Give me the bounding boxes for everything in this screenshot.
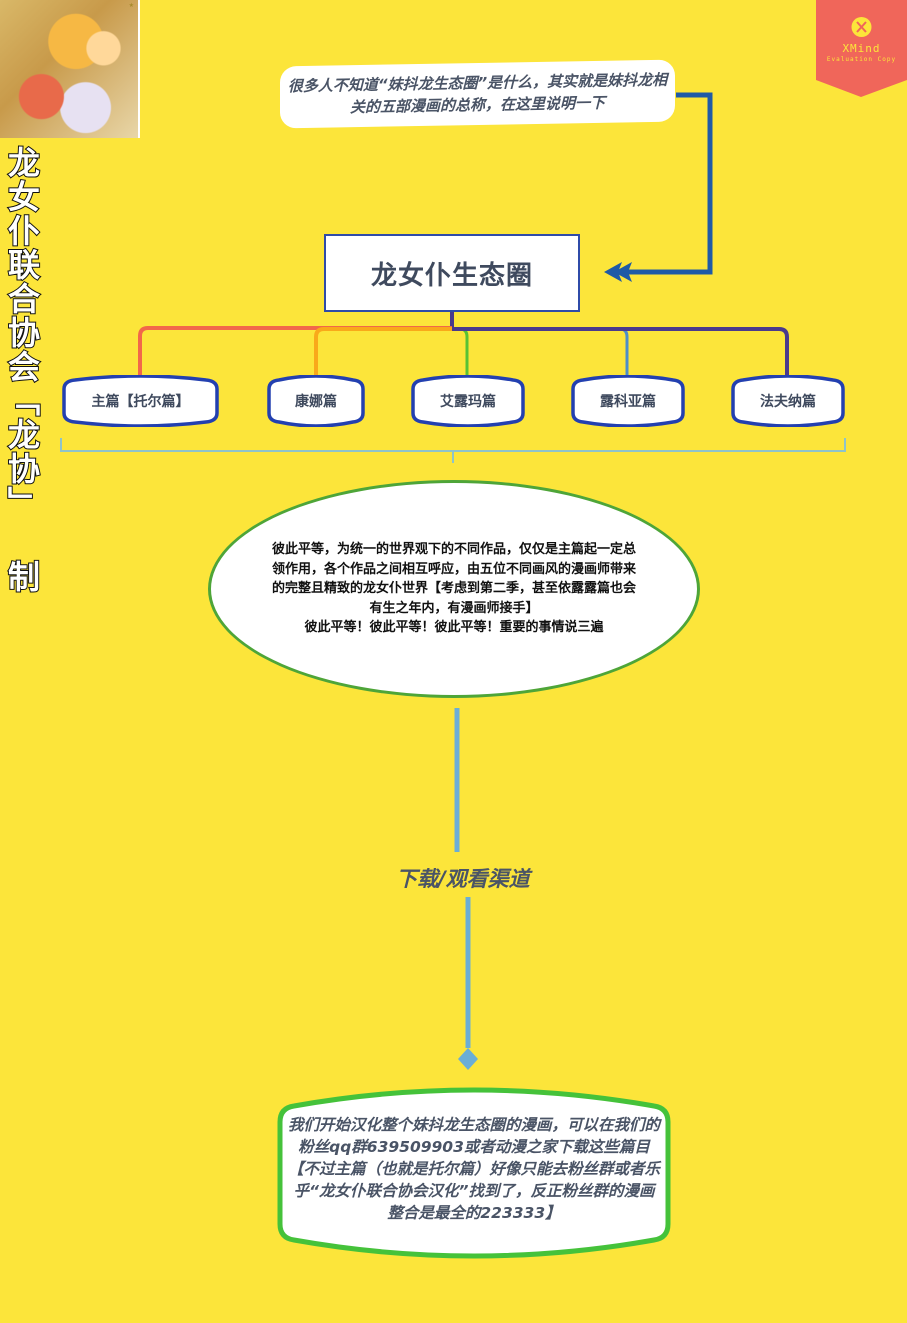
summary-topic[interactable]: 彼此平等，为统一的世界观下的不同作品，仅仅是主篇起一定总领作用，各个作品之间相互… xyxy=(208,480,700,698)
branch-line-kanna xyxy=(314,327,452,378)
branch-line-lucoa xyxy=(452,327,629,378)
xmind-watermark: XMind Evaluation Copy xyxy=(816,0,907,97)
double-arrowhead-icon xyxy=(604,262,622,282)
branch-line-main xyxy=(138,326,452,378)
cover-image: ★ xyxy=(0,0,140,138)
subtopic-elma[interactable]: 艾露玛篇 xyxy=(410,375,526,427)
cover-tag: ★ xyxy=(128,2,134,9)
note-text: 很多人不知道“妹抖龙生态圈”是什么，其实就是妹抖龙相关的五部漫画的总称，在这里说… xyxy=(287,70,668,117)
subtopic-label: 露科亚篇 xyxy=(600,394,656,410)
subtopic-label: 主篇【托尔篇】 xyxy=(91,394,190,410)
watermark-subtitle: Evaluation Copy xyxy=(826,56,897,63)
subtopic-fafnir[interactable]: 法夫纳篇 xyxy=(730,375,846,427)
side-title: 龙女仆联合协会「龙协」 制 xyxy=(2,145,42,595)
summary-bracket xyxy=(60,438,846,452)
subtopic-label: 艾露玛篇 xyxy=(440,394,496,410)
central-topic[interactable]: 龙女仆生态圈 xyxy=(324,234,580,312)
download-channel-text: 我们开始汉化整个妹抖龙生态圈的漫画，可以在我们的粉丝qq群639509903或者… xyxy=(287,1116,660,1222)
subtopic-main-tohru[interactable]: 主篇【托尔篇】 xyxy=(61,375,220,427)
subtopic-kanna[interactable]: 康娜篇 xyxy=(266,375,366,427)
download-channel-topic[interactable]: 我们开始汉化整个妹抖龙生态圈的漫画，可以在我们的粉丝qq群639509903或者… xyxy=(268,1082,680,1264)
subtopic-label: 康娜篇 xyxy=(295,394,337,410)
relationship-label[interactable]: 下载/观看渠道 xyxy=(396,867,530,891)
summary-text: 彼此平等，为统一的世界观下的不同作品，仅仅是主篇起一定总领作用，各个作品之间相互… xyxy=(271,542,636,636)
subtopic-lucoa[interactable]: 露科亚篇 xyxy=(570,375,686,427)
diamond-end-icon xyxy=(458,1048,478,1070)
note-arrow-connector xyxy=(628,92,713,275)
watermark-title: XMind xyxy=(842,42,881,55)
note-callout[interactable]: 很多人不知道“妹抖龙生态圈”是什么，其实就是妹抖龙相关的五部漫画的总称，在这里说… xyxy=(280,59,675,129)
branch-line-elma xyxy=(452,327,469,378)
branch-line-fafnir xyxy=(452,327,789,378)
central-topic-label: 龙女仆生态圈 xyxy=(370,260,533,291)
subtopic-label: 法夫纳篇 xyxy=(760,394,816,410)
